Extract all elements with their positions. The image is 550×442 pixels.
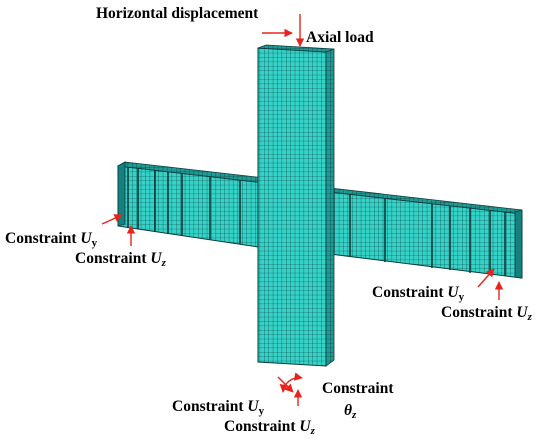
bottom-constraint-uy-label: Constraint Uy [172,398,265,417]
beam-right [329,187,523,279]
beam-left [116,161,266,249]
load-arrows [262,14,305,47]
bottom-theta-arrow [279,372,303,393]
right-constraint-uz-label: Constraint Uz [441,304,533,323]
bottom-theta-symbol: θz [344,402,357,421]
left-constraint-uy-label: Constraint Uy [5,230,98,249]
right-uy-arrow [477,268,495,288]
bottom-constraint-theta-label: Constraint [322,380,394,397]
bottom-constraint-arrows [277,372,303,406]
right-constraint-uy-label: Constraint Uy [372,284,465,303]
left-uy-arrow [101,214,123,225]
horizontal-displacement-label: Horizontal displacement [96,5,259,22]
right-constraint-arrows [477,268,504,300]
left-constraint-arrows [101,214,136,246]
bottom-constraint-uz-label: Constraint Uz [224,418,316,437]
left-constraint-uz-label: Constraint Uz [75,250,167,269]
axial-load-label: Axial load [306,29,374,46]
column [257,44,335,367]
